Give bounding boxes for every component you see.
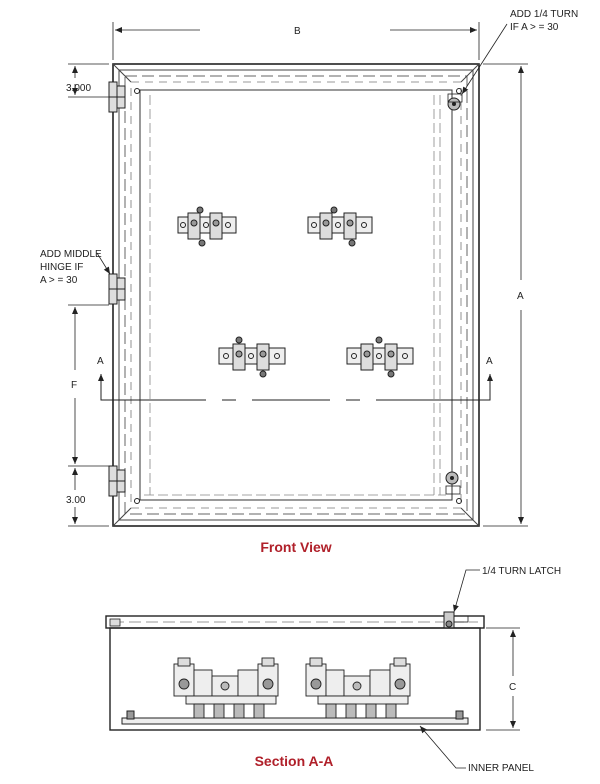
terminal-block-top-left	[177, 206, 237, 247]
leader-quarter-turn	[461, 23, 508, 95]
leader-middle-hinge	[96, 252, 111, 275]
front-view: A A B A	[40, 9, 578, 555]
dimension-b	[112, 22, 480, 60]
leader-inner-panel	[419, 725, 466, 769]
flange-lines	[144, 95, 446, 496]
note-quarter-turn-line1: ADD 1/4 TURN	[510, 9, 578, 20]
note-quarter-turn-line2: IF A > = 30	[510, 22, 559, 33]
section-marker-right: A	[486, 356, 493, 367]
section-terminal-group-left	[173, 657, 279, 719]
dimension-b-label: B	[294, 26, 301, 37]
note-middle-hinge-line1: ADD MIDDLE	[40, 249, 102, 260]
gasket-outer	[124, 75, 468, 515]
dimension-c	[486, 627, 520, 731]
terminal-block-bottom-right	[346, 336, 414, 378]
door-frame	[118, 69, 474, 521]
callout-inner-panel: INNER PANEL	[468, 763, 534, 774]
dimension-a-label: A	[517, 291, 524, 302]
section-body	[109, 627, 481, 731]
latch-top-icon	[447, 93, 463, 111]
section-terminal-group-right	[305, 657, 411, 719]
dimension-f-label: F	[71, 380, 77, 391]
terminal-block-top-right	[307, 206, 373, 247]
mount-hole-top-left	[134, 88, 140, 94]
dimension-left	[68, 63, 109, 527]
dimension-c-label: C	[509, 682, 516, 693]
section-latch-icon	[443, 611, 469, 629]
hinge-top	[108, 81, 126, 113]
note-middle-hinge-line3: A > = 30	[40, 275, 78, 286]
dimension-300-label: 3.00	[66, 495, 86, 506]
enclosure-outline	[112, 63, 480, 527]
hinge-middle	[108, 273, 126, 305]
note-middle-hinge-line2: HINGE IF	[40, 262, 83, 273]
dimension-3000-label: 3.000	[66, 83, 91, 94]
panel-stud-right	[455, 710, 464, 720]
panel-stud-left	[126, 710, 135, 720]
dimension-a	[483, 63, 528, 527]
inner-panel-outline	[139, 89, 453, 501]
corner-miters	[112, 63, 480, 527]
front-view-title: Front View	[260, 539, 331, 555]
latch-bottom-icon	[445, 471, 461, 495]
section-view-title: Section A-A	[255, 753, 334, 769]
mount-hole-bottom-right	[456, 498, 462, 504]
hinge-bottom	[108, 465, 126, 497]
leader-latch	[453, 569, 480, 613]
section-inner-panel	[121, 717, 469, 725]
terminal-block-bottom-left	[218, 336, 286, 378]
mount-hole-bottom-left	[134, 498, 140, 504]
section-marker-left: A	[97, 356, 104, 367]
callout-latch: 1/4 TURN LATCH	[482, 566, 561, 577]
gasket-inner	[130, 81, 462, 509]
section-hinge	[109, 618, 121, 627]
section-cut-line	[98, 374, 493, 401]
section-view: C 1/4 TURN LATCH INNER PANEL Section A-A	[105, 566, 561, 774]
mount-hole-top-right	[456, 88, 462, 94]
